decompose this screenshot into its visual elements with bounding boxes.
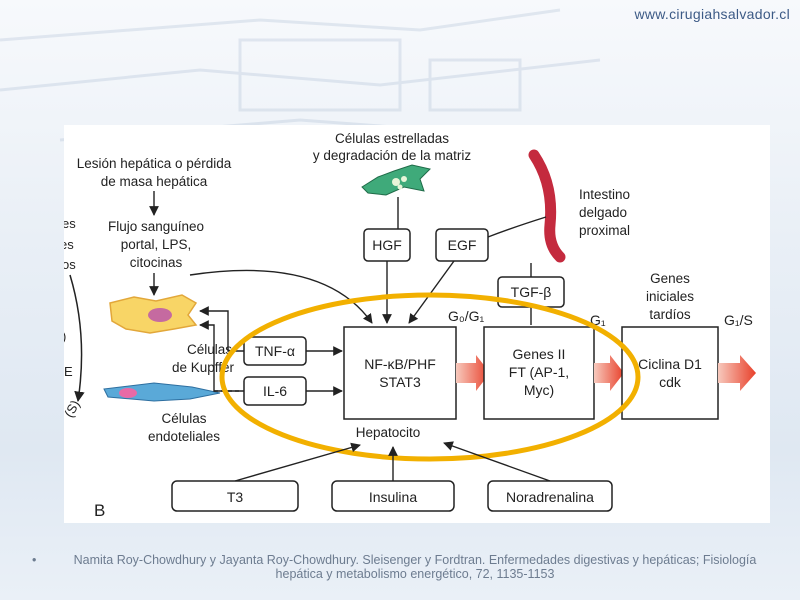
t3-label: T3	[227, 489, 244, 505]
kupffer-label-line2: de Kupffer	[172, 360, 235, 375]
genes2-label-line2: FT (AP-1,	[509, 364, 569, 380]
stellate-label-line1: Células estrelladas	[335, 131, 449, 146]
nfkb-box	[343, 326, 457, 420]
egf-box	[435, 228, 489, 262]
injury-label-line2: de masa hepática	[101, 174, 208, 189]
endothelial-label-line1: Células	[161, 411, 206, 426]
cut-left-arrow	[69, 274, 85, 403]
liver-regeneration-diagram: es es os ) E (S) Células estrelladas y d…	[64, 131, 756, 520]
endothelial-cell-icon	[103, 382, 221, 402]
arrow-egf-nfkb	[408, 260, 455, 324]
late-genes-label-line1: Genes	[650, 271, 690, 286]
flow-label-line3: citocinas	[130, 255, 183, 270]
genes2-box	[483, 326, 595, 420]
g1s-label: G₁/S	[724, 312, 753, 328]
intestine-icon	[528, 149, 566, 263]
citation-bullet: •	[32, 553, 37, 567]
stellate-cell-icon	[361, 164, 431, 196]
il6-label: IL-6	[263, 383, 287, 399]
intestine-label-line1: Intestino	[579, 187, 630, 202]
noradrenaline-label: Noradrenalina	[506, 489, 594, 505]
arrow-noradrenaline-hepatocyte	[443, 441, 551, 482]
nfkb-label-line2: STAT3	[379, 374, 421, 390]
arrow-feedback-kupffer-2	[199, 320, 244, 392]
egf-label: EGF	[448, 237, 477, 253]
tnf-label: TNF-α	[255, 343, 295, 359]
arrow-flow-nfkb	[189, 269, 373, 324]
phase-arrow-3	[718, 355, 756, 391]
cyclin-label-line2: cdk	[659, 374, 682, 390]
nfkb-label-line1: NF-κB/PHF	[364, 356, 436, 372]
cut-label-3: os	[64, 257, 76, 272]
endothelial-label-line2: endoteliales	[148, 429, 220, 444]
arrow-t3-hepatocyte	[234, 442, 361, 482]
hgf-label: HGF	[372, 237, 402, 253]
intestine-label-line2: delgado	[579, 205, 627, 220]
cut-label-6: (S)	[64, 397, 83, 420]
arrow-intestine-egf	[487, 216, 547, 238]
cut-label-2: es	[64, 237, 74, 252]
cyclin-label-line1: Ciclina D1	[638, 356, 702, 372]
tgf-label: TGF-β	[511, 284, 552, 300]
phase-arrow-2	[594, 355, 624, 391]
kupffer-cell-icon	[109, 294, 198, 334]
intestine-label-line3: proximal	[579, 223, 630, 238]
highlight-ellipse	[219, 292, 641, 462]
cut-label-5: E	[64, 364, 73, 379]
stellate-label-line2: y degradación de la matriz	[313, 148, 472, 163]
diagram-panel: es es os ) E (S) Células estrelladas y d…	[64, 125, 770, 523]
insulin-label: Insulina	[369, 489, 417, 505]
site-url: www.cirugiahsalvador.cl	[634, 6, 790, 22]
injury-label-line1: Lesión hepática o pérdida	[77, 156, 232, 171]
hepatocyte-label: Hepatocito	[356, 425, 421, 440]
cut-label-1: es	[64, 216, 76, 231]
genes2-label-line3: Myc)	[524, 382, 554, 398]
flow-label-line1: Flujo sanguíneo	[108, 219, 204, 234]
genes2-label-line1: Genes II	[513, 346, 566, 362]
citation: • Namita Roy-Chowdhury y Jayanta Roy-Cho…	[30, 553, 780, 581]
late-genes-label-line3: tardíos	[649, 307, 691, 322]
phase-arrow-1	[456, 355, 490, 391]
flow-label-line2: portal, LPS,	[121, 237, 192, 252]
panel-label: B	[94, 501, 105, 520]
late-genes-label-line2: iniciales	[646, 289, 694, 304]
cut-label-4: )	[64, 329, 66, 344]
g0g1-label: G₀/G₁	[448, 308, 484, 324]
citation-text: Namita Roy-Chowdhury y Jayanta Roy-Chowd…	[73, 553, 757, 581]
kupffer-label-line1: Células	[187, 342, 232, 357]
